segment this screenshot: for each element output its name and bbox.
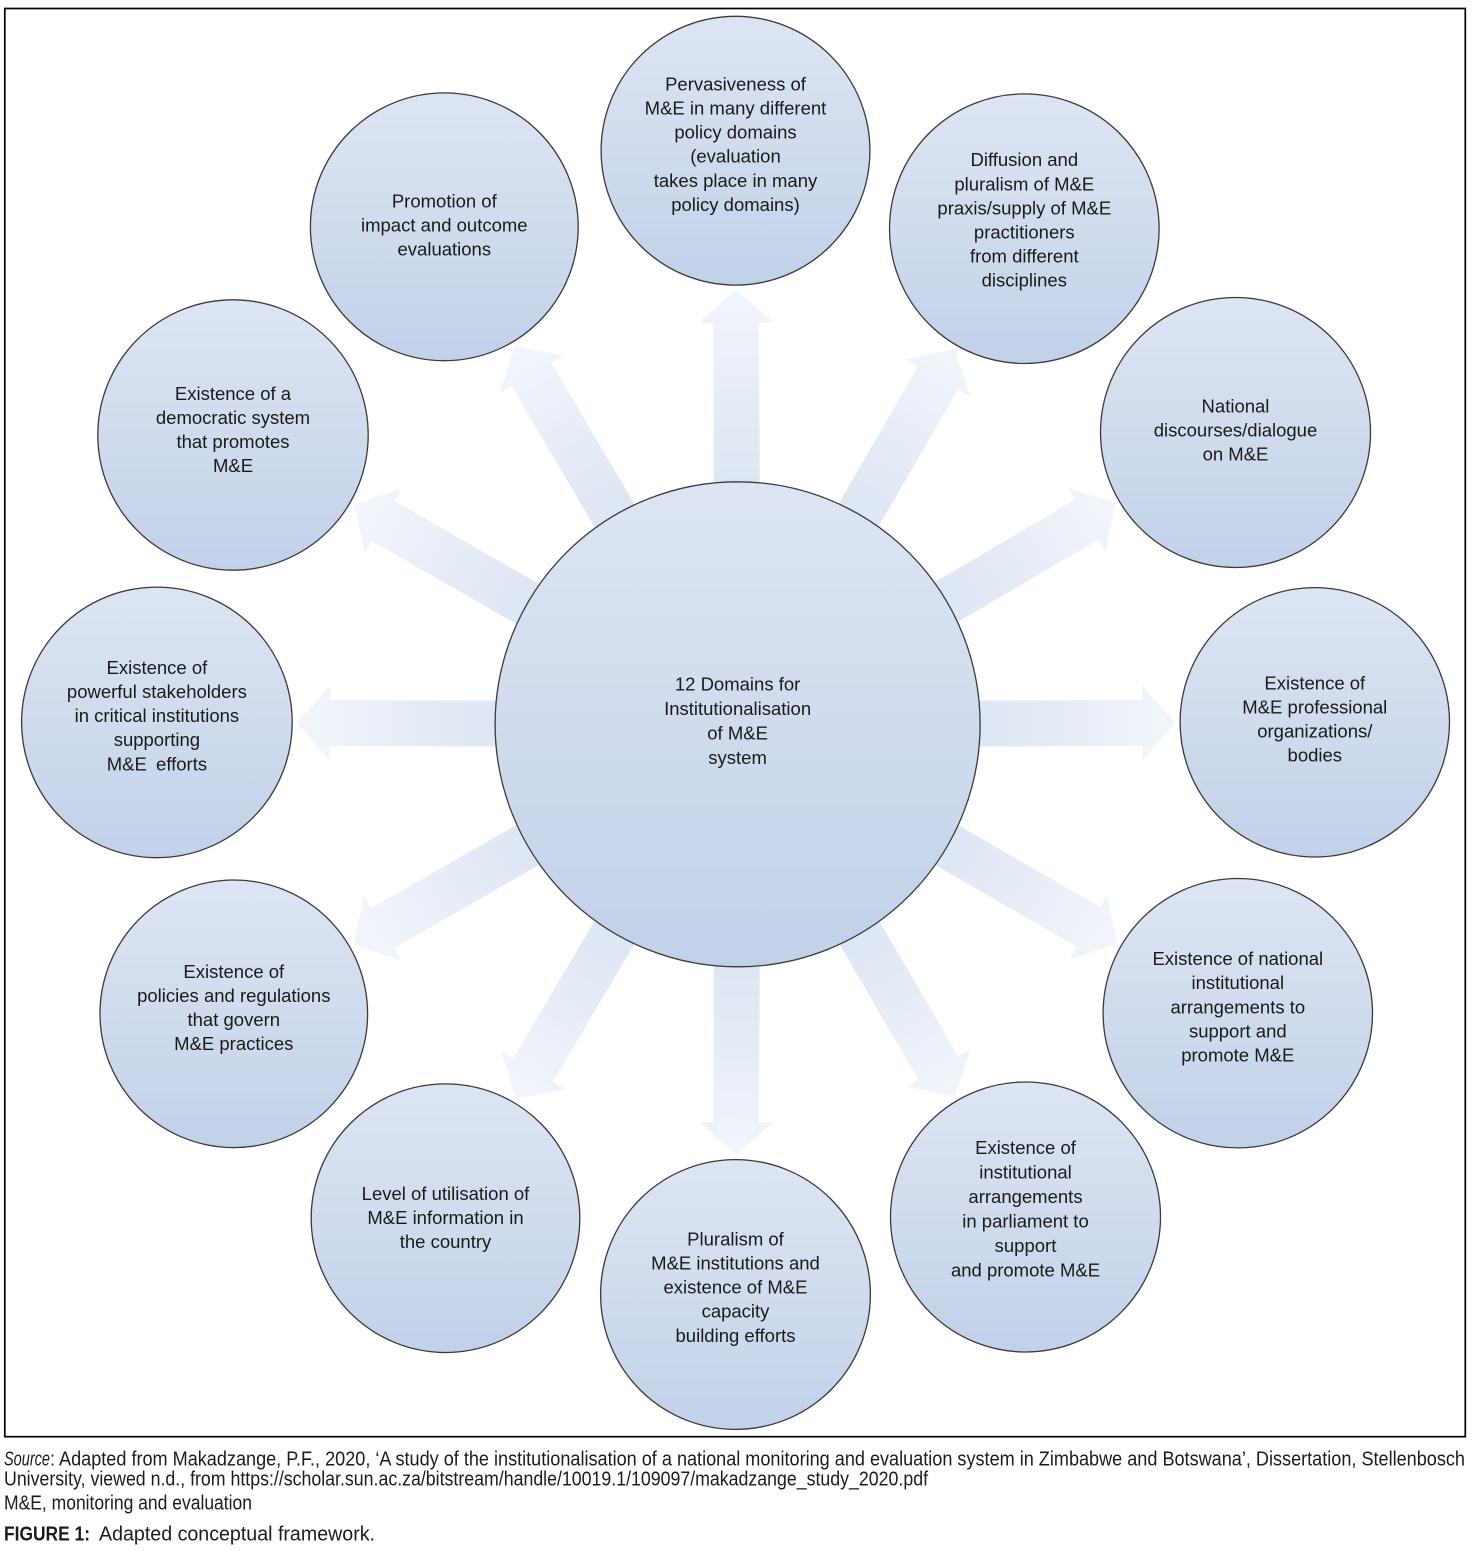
svg-text:democratic system: democratic system xyxy=(156,407,310,428)
svg-text:: Adapted from Makadzange, P.F: : Adapted from Makadzange, P.F., 2020, ‘… xyxy=(50,1448,1465,1470)
svg-text:promote M&E: promote M&E xyxy=(1181,1045,1294,1066)
svg-text:Source: Source xyxy=(4,1448,50,1470)
svg-text:in critical institutions: in critical institutions xyxy=(75,705,240,726)
svg-text:from different: from different xyxy=(970,246,1079,267)
svg-text:supporting: supporting xyxy=(114,729,200,750)
svg-text:the country: the country xyxy=(400,1231,492,1252)
svg-text:support: support xyxy=(995,1235,1057,1256)
svg-text:Institutionalisation: Institutionalisation xyxy=(664,698,811,719)
svg-text:policies and regulations: policies and regulations xyxy=(137,985,330,1006)
svg-text:(evaluation: (evaluation xyxy=(690,146,781,167)
svg-text:Pluralism of: Pluralism of xyxy=(687,1228,784,1249)
svg-text:discourses/dialogue: discourses/dialogue xyxy=(1154,420,1318,441)
svg-text:policy domains): policy domains) xyxy=(671,194,800,215)
svg-text:support and: support and xyxy=(1189,1020,1287,1041)
svg-text:FIGURE 1:: FIGURE 1: xyxy=(4,1522,90,1545)
svg-text:and promote M&E: and promote M&E xyxy=(951,1260,1100,1281)
svg-text:M&E information in: M&E information in xyxy=(367,1207,523,1228)
svg-text:University, viewed n.d., from: University, viewed n.d., from https://sc… xyxy=(4,1469,928,1491)
svg-text:organizations/: organizations/ xyxy=(1257,721,1373,742)
svg-text:takes place in many: takes place in many xyxy=(654,170,818,191)
svg-text:Existence of: Existence of xyxy=(975,1137,1077,1158)
svg-text:building efforts: building efforts xyxy=(676,1325,796,1346)
svg-text:bodies: bodies xyxy=(1288,745,1343,766)
svg-text:M&E institutions and: M&E institutions and xyxy=(651,1253,820,1274)
svg-text:M&E: M&E xyxy=(213,455,253,476)
svg-text:arrangements: arrangements xyxy=(968,1186,1082,1207)
svg-text:12 Domains for: 12 Domains for xyxy=(675,673,800,694)
svg-text:National: National xyxy=(1202,395,1270,416)
svg-text:institutional: institutional xyxy=(1192,972,1285,993)
svg-text:Adapted conceptual framework.: Adapted conceptual framework. xyxy=(99,1522,375,1545)
svg-text:M&E professional: M&E professional xyxy=(1242,697,1387,718)
svg-text:Pervasiveness of: Pervasiveness of xyxy=(665,73,807,94)
svg-text:disciplines: disciplines xyxy=(982,270,1067,291)
svg-text:M&E efforts: M&E efforts xyxy=(107,753,207,774)
svg-text:that promotes: that promotes xyxy=(176,431,289,452)
svg-text:in parliament to: in parliament to xyxy=(962,1211,1088,1232)
svg-text:Existence of: Existence of xyxy=(183,961,285,982)
svg-text:of M&E: of M&E xyxy=(707,722,768,743)
svg-text:arrangements to: arrangements to xyxy=(1170,996,1305,1017)
svg-text:Existence of a: Existence of a xyxy=(175,383,292,404)
svg-text:Existence of national: Existence of national xyxy=(1152,948,1323,969)
svg-text:M&E, monitoring and evaluation: M&E, monitoring and evaluation xyxy=(4,1492,252,1514)
svg-text:on M&E: on M&E xyxy=(1203,444,1269,465)
svg-text:Promotion of: Promotion of xyxy=(392,190,498,211)
svg-text:existence of M&E: existence of M&E xyxy=(664,1277,808,1298)
svg-text:policy domains: policy domains xyxy=(674,122,796,143)
svg-text:M&E in many different: M&E in many different xyxy=(645,98,827,119)
svg-text:institutional: institutional xyxy=(979,1162,1072,1183)
svg-text:praxis/supply of M&E: praxis/supply of M&E xyxy=(937,197,1111,218)
svg-text:capacity: capacity xyxy=(702,1301,771,1322)
svg-text:practitioners: practitioners xyxy=(974,222,1075,243)
svg-text:Existence of: Existence of xyxy=(107,657,209,678)
svg-text:impact and outcome: impact and outcome xyxy=(361,215,528,236)
svg-text:evaluations: evaluations xyxy=(398,239,492,260)
svg-text:Level of utilisation of: Level of utilisation of xyxy=(362,1183,530,1204)
svg-text:M&E practices: M&E practices xyxy=(174,1033,293,1054)
svg-text:that govern: that govern xyxy=(188,1009,281,1030)
svg-text:system: system xyxy=(708,747,767,768)
svg-text:Existence of: Existence of xyxy=(1264,672,1366,693)
svg-text:powerful stakeholders: powerful stakeholders xyxy=(67,681,247,702)
svg-text:Diffusion and: Diffusion and xyxy=(970,149,1078,170)
svg-text:pluralism of M&E: pluralism of M&E xyxy=(954,173,1094,194)
